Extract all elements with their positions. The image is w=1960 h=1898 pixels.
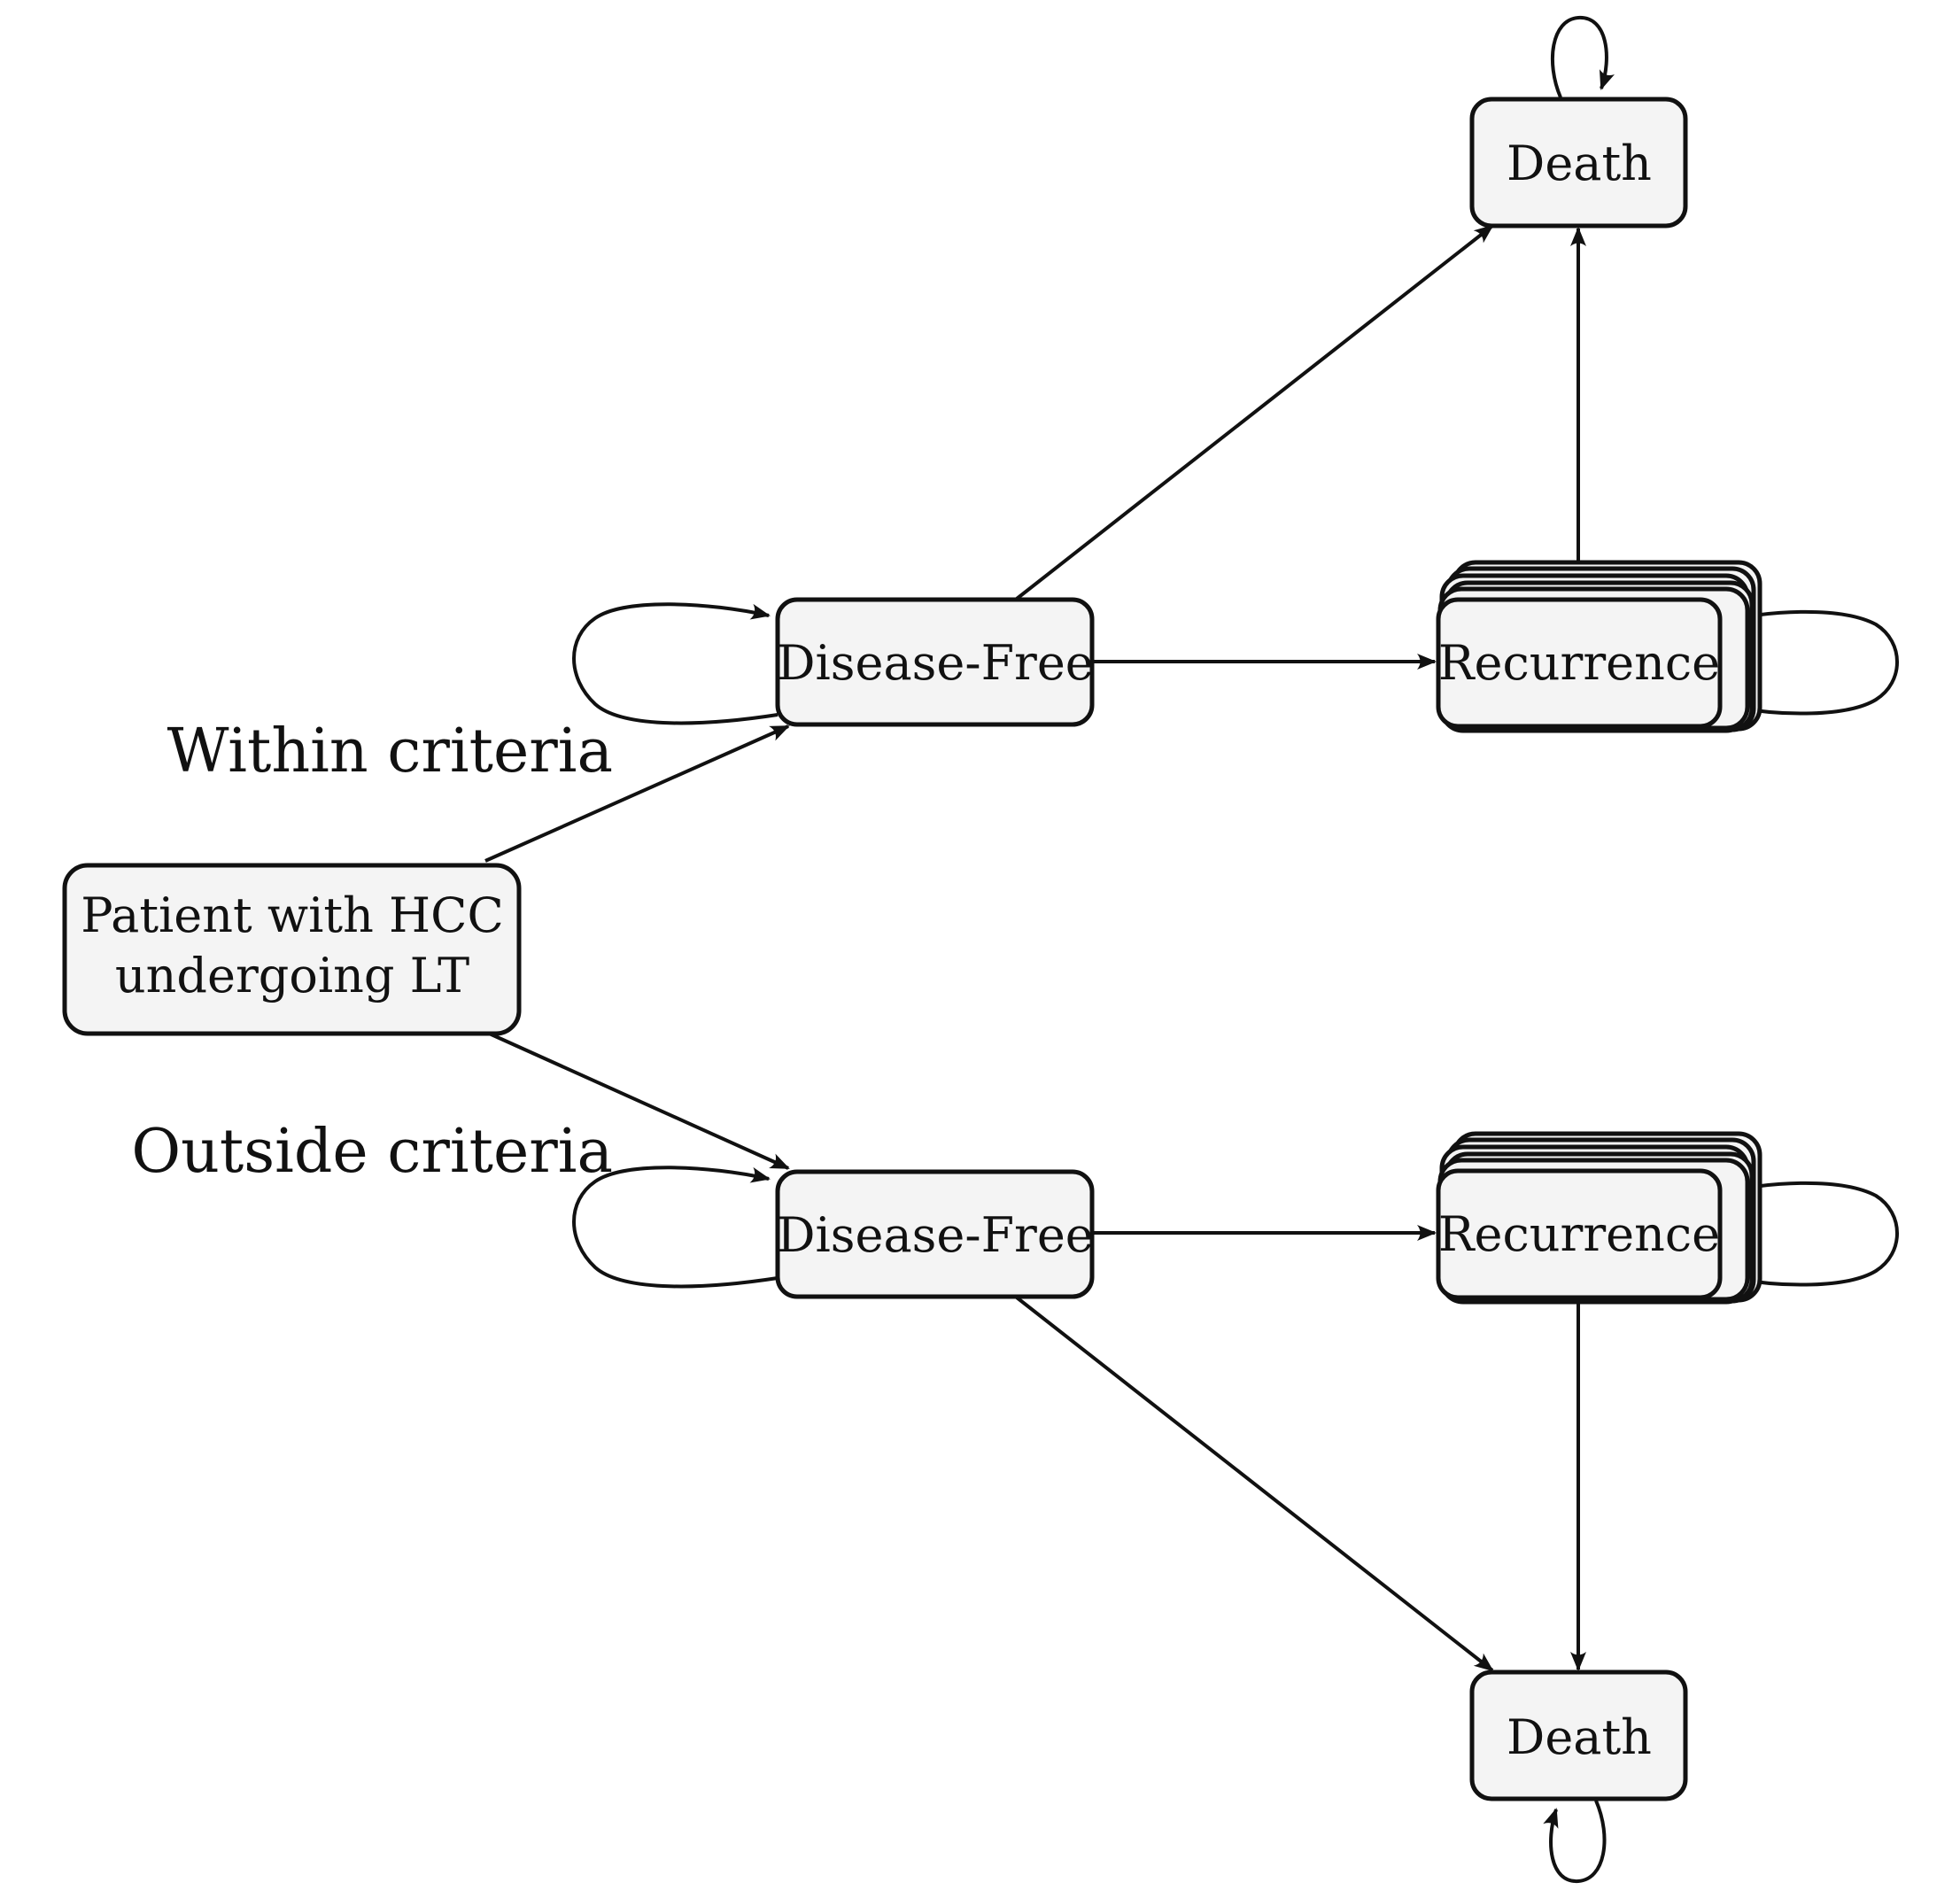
within-recurrence-label: Recurrence	[1438, 635, 1720, 691]
outside-criteria-label: Outside criteria	[131, 1117, 613, 1187]
self-loop-within-recurrence	[1717, 609, 1899, 719]
outside-disease-free-label: Disease-Free	[777, 1207, 1094, 1263]
within-death-node: Death	[1469, 97, 1688, 229]
nodes: Patient with HCC undergoing LT Disease-F…	[62, 97, 1762, 1801]
self-loop-within-death	[1550, 15, 1615, 98]
outside-recurrence-label: Recurrence	[1438, 1206, 1720, 1262]
within-disease-free-node: Disease-Free	[775, 597, 1095, 727]
start-node-label-line1: Patient with HCC	[81, 887, 504, 943]
self-loop-outside-disease-free	[572, 1166, 779, 1289]
self-loop-outside-death	[1543, 1800, 1607, 1884]
start-node: Patient with HCC undergoing LT	[62, 863, 522, 1036]
edge-start-to-outside-disease-free	[484, 1030, 790, 1170]
edges	[484, 15, 1899, 1884]
outside-death-node: Death	[1469, 1669, 1688, 1801]
outside-recurrence-node: Recurrence	[1436, 1131, 1762, 1305]
edge-outside-disease-free-to-death	[1015, 1296, 1494, 1672]
within-disease-free-label: Disease-Free	[777, 635, 1094, 691]
within-death-label: Death	[1507, 136, 1652, 191]
outside-death-label: Death	[1507, 1709, 1652, 1765]
branch-labels: Within criteria Outside criteria	[131, 717, 613, 1187]
self-loop-outside-recurrence	[1717, 1181, 1899, 1290]
within-criteria-label: Within criteria	[167, 717, 613, 786]
start-node-label-line2: undergoing LT	[115, 948, 469, 1003]
self-loop-within-disease-free	[572, 602, 779, 725]
within-recurrence-node: Recurrence	[1436, 560, 1762, 733]
outside-disease-free-node: Disease-Free	[775, 1169, 1095, 1299]
edge-start-to-within-disease-free	[484, 724, 790, 863]
edge-within-disease-free-to-death	[1015, 224, 1494, 600]
